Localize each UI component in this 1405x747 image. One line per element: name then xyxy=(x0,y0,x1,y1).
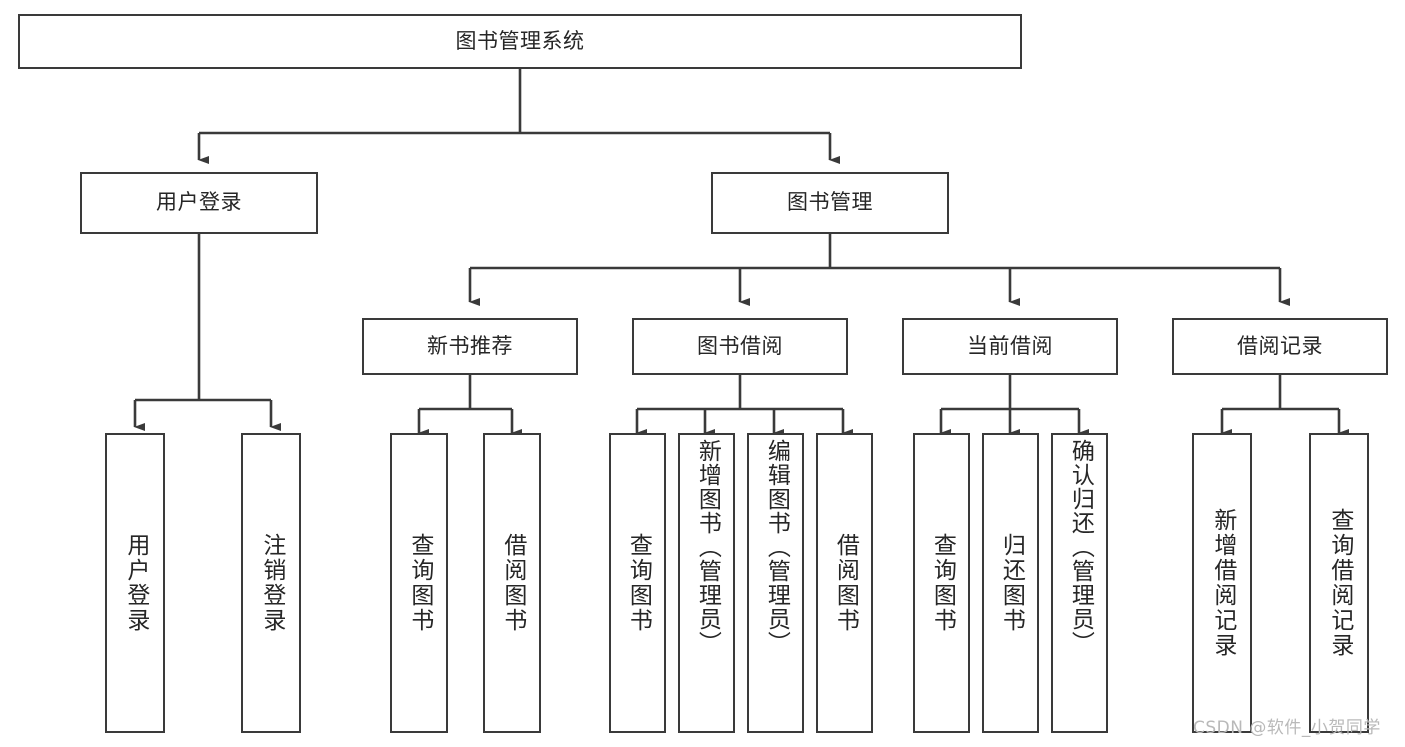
node-root-book-management-system[interactable]: 图书管理系统 xyxy=(18,14,1022,69)
leaf-new-book-borrow-book[interactable]: 借阅图书 xyxy=(483,433,541,733)
node-label: 图书管理系统 xyxy=(455,28,585,53)
leaf-borrow-record-query-record[interactable]: 查询借阅记录 xyxy=(1309,433,1369,733)
node-book-borrow[interactable]: 图书借阅 xyxy=(632,318,848,375)
node-label: 查询图书 xyxy=(929,533,956,633)
node-user-login[interactable]: 用户登录 xyxy=(80,172,318,234)
node-label: 借阅记录 xyxy=(1237,333,1323,358)
node-label: 借阅图书 xyxy=(832,533,859,633)
node-label: 查询图书 xyxy=(625,533,652,633)
node-label: 借阅图书 xyxy=(499,533,526,633)
node-label: 编辑图书（管理员） xyxy=(763,439,790,655)
leaf-book-borrow-edit-book-admin[interactable]: 编辑图书（管理员） xyxy=(747,433,804,733)
leaf-user-login-logout[interactable]: 注销登录 xyxy=(241,433,301,733)
leaf-book-borrow-query-book[interactable]: 查询图书 xyxy=(609,433,666,733)
csdn-watermark: CSDN @软件_小贺同学 xyxy=(1193,718,1381,738)
node-book-management[interactable]: 图书管理 xyxy=(711,172,949,234)
node-label: 图书借阅 xyxy=(697,333,783,358)
node-label: 新增借阅记录 xyxy=(1209,508,1236,658)
leaf-new-book-query-book[interactable]: 查询图书 xyxy=(390,433,448,733)
leaf-user-login-login[interactable]: 用户登录 xyxy=(105,433,165,733)
node-new-book-recommend[interactable]: 新书推荐 xyxy=(362,318,578,375)
node-label: 归还图书 xyxy=(998,533,1025,633)
leaf-current-borrow-query-book[interactable]: 查询图书 xyxy=(913,433,970,733)
node-label: 当前借阅 xyxy=(967,333,1053,358)
node-label: 查询借阅记录 xyxy=(1326,508,1353,658)
node-current-borrow[interactable]: 当前借阅 xyxy=(902,318,1118,375)
leaf-book-borrow-add-book-admin[interactable]: 新增图书（管理员） xyxy=(678,433,735,733)
node-label: 用户登录 xyxy=(156,190,242,215)
leaf-book-borrow-borrow-book[interactable]: 借阅图书 xyxy=(816,433,873,733)
node-label: 确认归还（管理员） xyxy=(1067,439,1094,655)
node-label: 图书管理 xyxy=(787,190,873,215)
node-label: 用户登录 xyxy=(122,533,149,633)
node-borrow-record[interactable]: 借阅记录 xyxy=(1172,318,1388,375)
node-label: 新书推荐 xyxy=(427,333,513,358)
node-label: 注销登录 xyxy=(258,533,285,633)
node-label: 查询图书 xyxy=(406,533,433,633)
leaf-borrow-record-add-record[interactable]: 新增借阅记录 xyxy=(1192,433,1252,733)
leaf-current-borrow-return-book[interactable]: 归还图书 xyxy=(982,433,1039,733)
node-label: 新增图书（管理员） xyxy=(694,439,721,655)
leaf-current-borrow-confirm-return-admin[interactable]: 确认归还（管理员） xyxy=(1051,433,1108,733)
